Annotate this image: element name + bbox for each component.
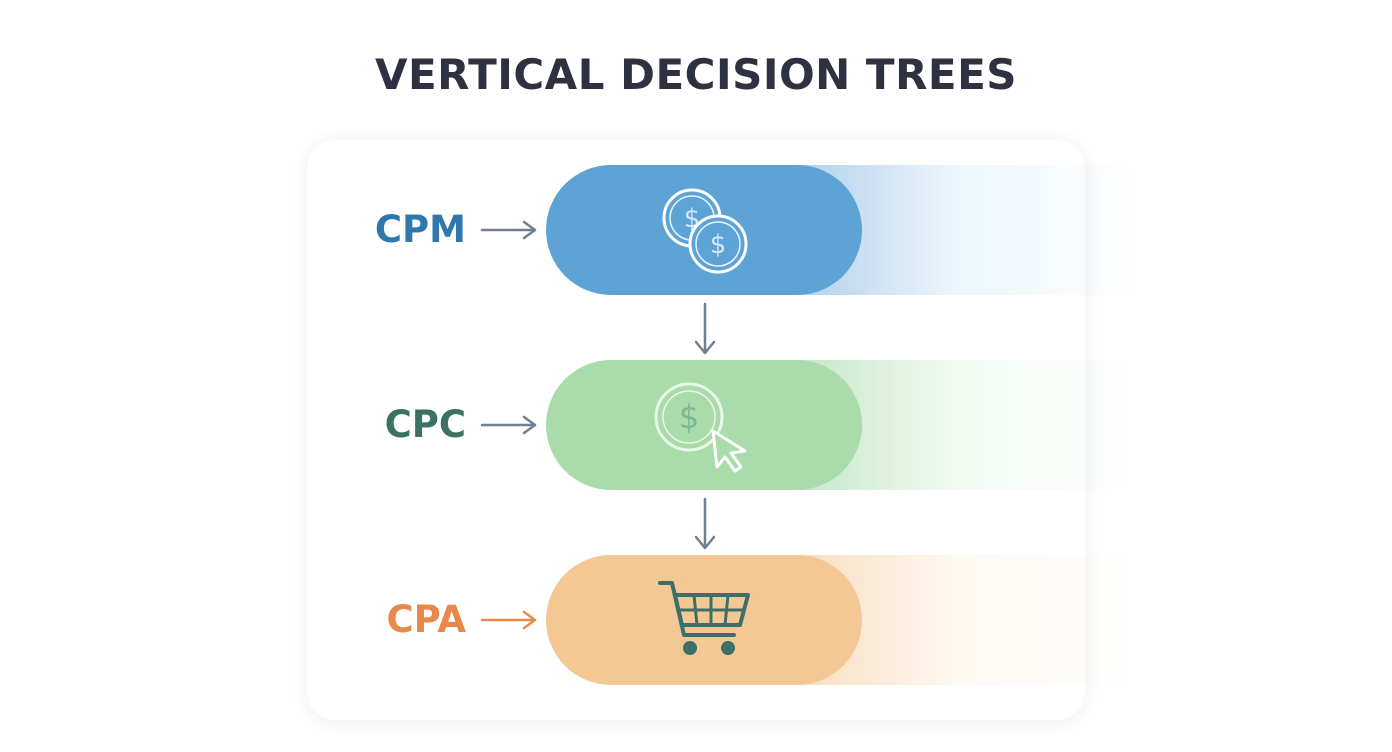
- dollar-click-icon: $: [649, 375, 759, 475]
- cpa-node: [546, 555, 862, 685]
- cpc-node: $: [546, 360, 862, 490]
- right-arrow-icon: [480, 610, 537, 630]
- down-arrow-icon: [694, 497, 716, 550]
- cpm-node: $ $: [546, 165, 862, 295]
- cpa-label: CPA: [386, 598, 466, 641]
- shopping-cart-icon: [654, 575, 754, 665]
- svg-text:$: $: [679, 398, 699, 436]
- right-arrow-icon: [480, 220, 537, 240]
- right-arrow-icon: [480, 415, 537, 435]
- down-arrow-icon: [694, 302, 716, 355]
- svg-text:$: $: [710, 230, 727, 260]
- cpm-label: CPM: [374, 208, 466, 251]
- coins-icon: $ $: [654, 180, 754, 280]
- cpc-label: CPC: [384, 403, 466, 446]
- page-title: VERTICAL DECISION TREES: [374, 50, 1018, 99]
